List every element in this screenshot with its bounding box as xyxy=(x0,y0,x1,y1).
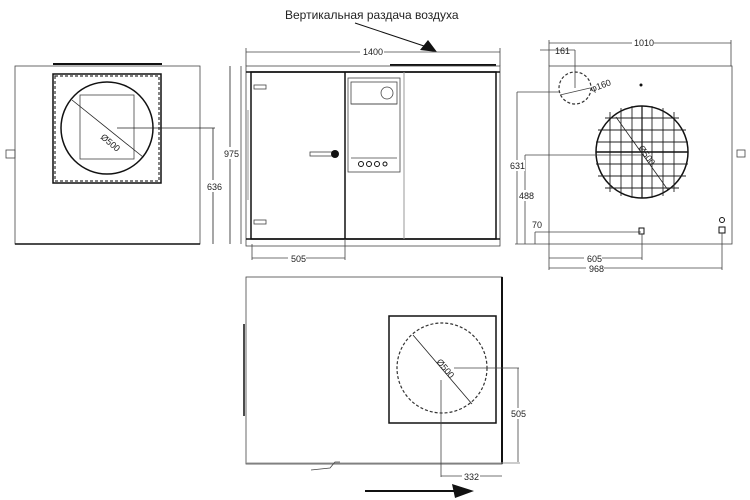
airflow-arrow-top xyxy=(354,22,437,52)
bottom-h-label: 505 xyxy=(511,409,526,419)
left-side-view xyxy=(5,63,231,245)
bottom-diameter-label: Ø500 xyxy=(434,357,456,380)
left-diameter-label: Ø500 xyxy=(99,132,122,154)
right-small-diameter-label: φ160 xyxy=(589,77,612,94)
airflow-arrow-bottom xyxy=(365,484,474,498)
front-offset-label: 505 xyxy=(291,254,306,264)
right-h2-label: 488 xyxy=(519,191,534,201)
front-view xyxy=(240,48,501,260)
right-h1-label: 631 xyxy=(510,161,525,171)
right-w1-label: 605 xyxy=(587,254,602,264)
front-width-label: 1400 xyxy=(363,47,383,57)
right-width-label: 1010 xyxy=(634,38,654,48)
bottom-view xyxy=(243,276,520,477)
bottom-w-label: 332 xyxy=(464,472,479,482)
left-height-center-label: 636 xyxy=(207,182,222,192)
right-side-view xyxy=(515,40,746,270)
right-w2-label: 968 xyxy=(589,264,604,274)
right-offset-top-label: 161 xyxy=(555,46,570,56)
right-h3-label: 70 xyxy=(532,220,542,230)
left-height-total-label: 975 xyxy=(224,149,239,159)
airflow-title: Вертикальная раздача воздуха xyxy=(285,8,459,22)
